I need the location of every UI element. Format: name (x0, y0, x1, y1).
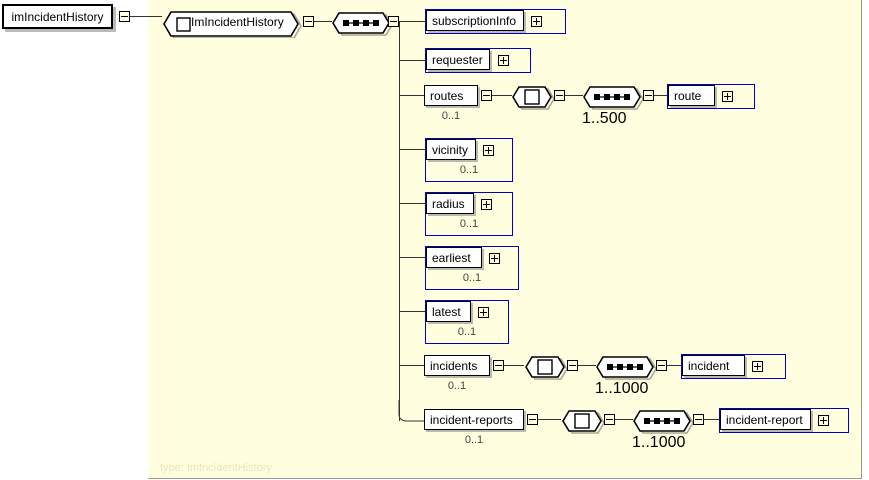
root-element-shape (163, 11, 302, 38)
sequence-routes[interactable] (582, 84, 644, 110)
sequence-icon (633, 410, 694, 434)
node-incidents[interactable]: incidents 0..1 (423, 354, 491, 392)
node-toggle-incident-reports-icon[interactable] (527, 414, 538, 425)
node-label-latest: latest (426, 301, 471, 322)
node-subscriptionInfo[interactable]: subscriptionInfo (425, 9, 566, 34)
node-label-requester: requester (426, 49, 490, 70)
group-toggle-incident-reports-icon[interactable] (604, 414, 615, 425)
node-toggle-incidents-icon[interactable] (493, 360, 504, 371)
complextype-canvas: type: ImIncidentHistory (148, 0, 862, 479)
node-toggle-routes-icon[interactable] (481, 90, 492, 101)
model-group-incidents[interactable] (524, 354, 568, 380)
connector-group-to-sequence-incidents (578, 365, 596, 366)
connector-element-to-sequence (314, 21, 332, 22)
node-routes[interactable]: routes 0..1 (423, 84, 479, 122)
sequence-cardinality-routes: 1..500 (582, 110, 627, 127)
root-sequence-toggle-icon[interactable] (388, 16, 399, 27)
node-cardinality-incident-reports: 0..1 (464, 434, 484, 446)
node-earliest[interactable]: earliest 0..1 (425, 246, 519, 290)
node-toggle-route-icon[interactable] (722, 91, 733, 102)
connector-group-to-sequence-routes (565, 95, 583, 96)
node-cardinality-incidents: 0..1 (447, 380, 467, 392)
node-requester[interactable]: requester (425, 48, 531, 73)
sequence-toggle-incident-reports-icon[interactable] (693, 414, 704, 425)
connector-sequence-to-route (654, 95, 668, 96)
branch-line-subscriptionInfo (399, 21, 425, 22)
node-incident-reports[interactable]: incident-reports 0..1 (423, 408, 525, 446)
root-sequence-node[interactable] (331, 10, 393, 36)
sequence-cardinality-incident-reports: 1..1000 (632, 434, 686, 451)
root-box-toggle-icon[interactable] (119, 11, 130, 22)
node-vicinity[interactable]: vicinity 0..1 (425, 138, 513, 182)
node-label-incident: incident (682, 355, 745, 376)
node-toggle-vicinity-icon[interactable] (483, 145, 494, 156)
sequence-icon (332, 12, 393, 36)
node-label-routes: routes (424, 85, 478, 106)
connector-sequence-to-incident (667, 365, 682, 366)
root-element-box[interactable]: imIncidentHistory (2, 4, 113, 29)
sequence-toggle-routes-icon[interactable] (643, 90, 654, 101)
connector-incident-reports-to-group (538, 419, 561, 420)
node-toggle-earliest-icon[interactable] (489, 253, 500, 264)
node-toggle-incident-report-icon[interactable] (818, 415, 829, 426)
node-incident[interactable]: incident (681, 354, 786, 379)
model-group-routes[interactable] (511, 84, 555, 110)
sequence-incidents[interactable] (595, 354, 657, 380)
connector-sequence-to-incident-report (704, 419, 719, 420)
node-cardinality-vicinity: 0..1 (459, 164, 479, 176)
node-cardinality-radius: 0..1 (459, 218, 479, 230)
root-element-toggle-icon[interactable] (303, 16, 314, 27)
branch-line-routes (399, 95, 425, 96)
node-label-incident-report: incident-report (720, 409, 811, 430)
group-toggle-routes-icon[interactable] (554, 90, 565, 101)
connector-root-to-element (130, 16, 162, 17)
node-toggle-latest-icon[interactable] (478, 307, 489, 318)
branch-curve-incident-reports (398, 400, 425, 422)
root-element-node[interactable]: ImIncidentHistory (161, 9, 303, 38)
node-label-route: route (668, 85, 715, 106)
node-label-subscriptionInfo: subscriptionInfo (426, 10, 524, 31)
branch-line-earliest (399, 257, 425, 258)
branch-line-requester (399, 60, 425, 61)
model-group-incident-reports[interactable] (561, 408, 605, 434)
type-label: type: ImIncidentHistory (160, 462, 272, 474)
node-toggle-subscriptionInfo-icon[interactable] (531, 16, 542, 27)
node-toggle-incident-icon[interactable] (752, 361, 763, 372)
node-toggle-requester-icon[interactable] (498, 55, 509, 66)
connector-routes-to-group (492, 95, 512, 96)
sequence-incident-reports[interactable] (632, 408, 694, 434)
node-cardinality-earliest: 0..1 (462, 272, 482, 284)
connector-incidents-to-group (504, 365, 524, 366)
model-group-icon (512, 86, 555, 110)
node-cardinality-latest: 0..1 (457, 326, 477, 338)
branch-line-vicinity (399, 149, 425, 150)
connector-group-to-sequence-incident-reports (615, 419, 633, 420)
node-label-incident-reports: incident-reports (424, 409, 524, 430)
branch-line-radius (399, 203, 425, 204)
node-label-earliest: earliest (426, 247, 482, 268)
tree-trunk (399, 21, 400, 421)
sequence-toggle-incidents-icon[interactable] (656, 360, 667, 371)
branch-line-incidents (399, 365, 425, 366)
model-group-icon (562, 410, 605, 434)
node-label-incidents: incidents (424, 355, 490, 376)
sequence-icon (583, 86, 644, 110)
branch-line-latest (399, 311, 425, 312)
sequence-icon (596, 356, 657, 380)
node-toggle-radius-icon[interactable] (481, 199, 492, 210)
model-group-icon (525, 356, 568, 380)
root-element-label: ImIncidentHistory (191, 14, 284, 29)
node-label-radius: radius (426, 193, 474, 214)
node-radius[interactable]: radius 0..1 (425, 192, 513, 236)
node-label-vicinity: vicinity (426, 139, 476, 160)
node-cardinality-routes: 0..1 (441, 110, 461, 122)
node-route[interactable]: route (667, 84, 755, 109)
node-latest[interactable]: latest 0..1 (425, 300, 509, 344)
group-toggle-incidents-icon[interactable] (567, 360, 578, 371)
node-incident-report[interactable]: incident-report (719, 408, 849, 433)
sequence-cardinality-incidents: 1..1000 (595, 380, 649, 397)
